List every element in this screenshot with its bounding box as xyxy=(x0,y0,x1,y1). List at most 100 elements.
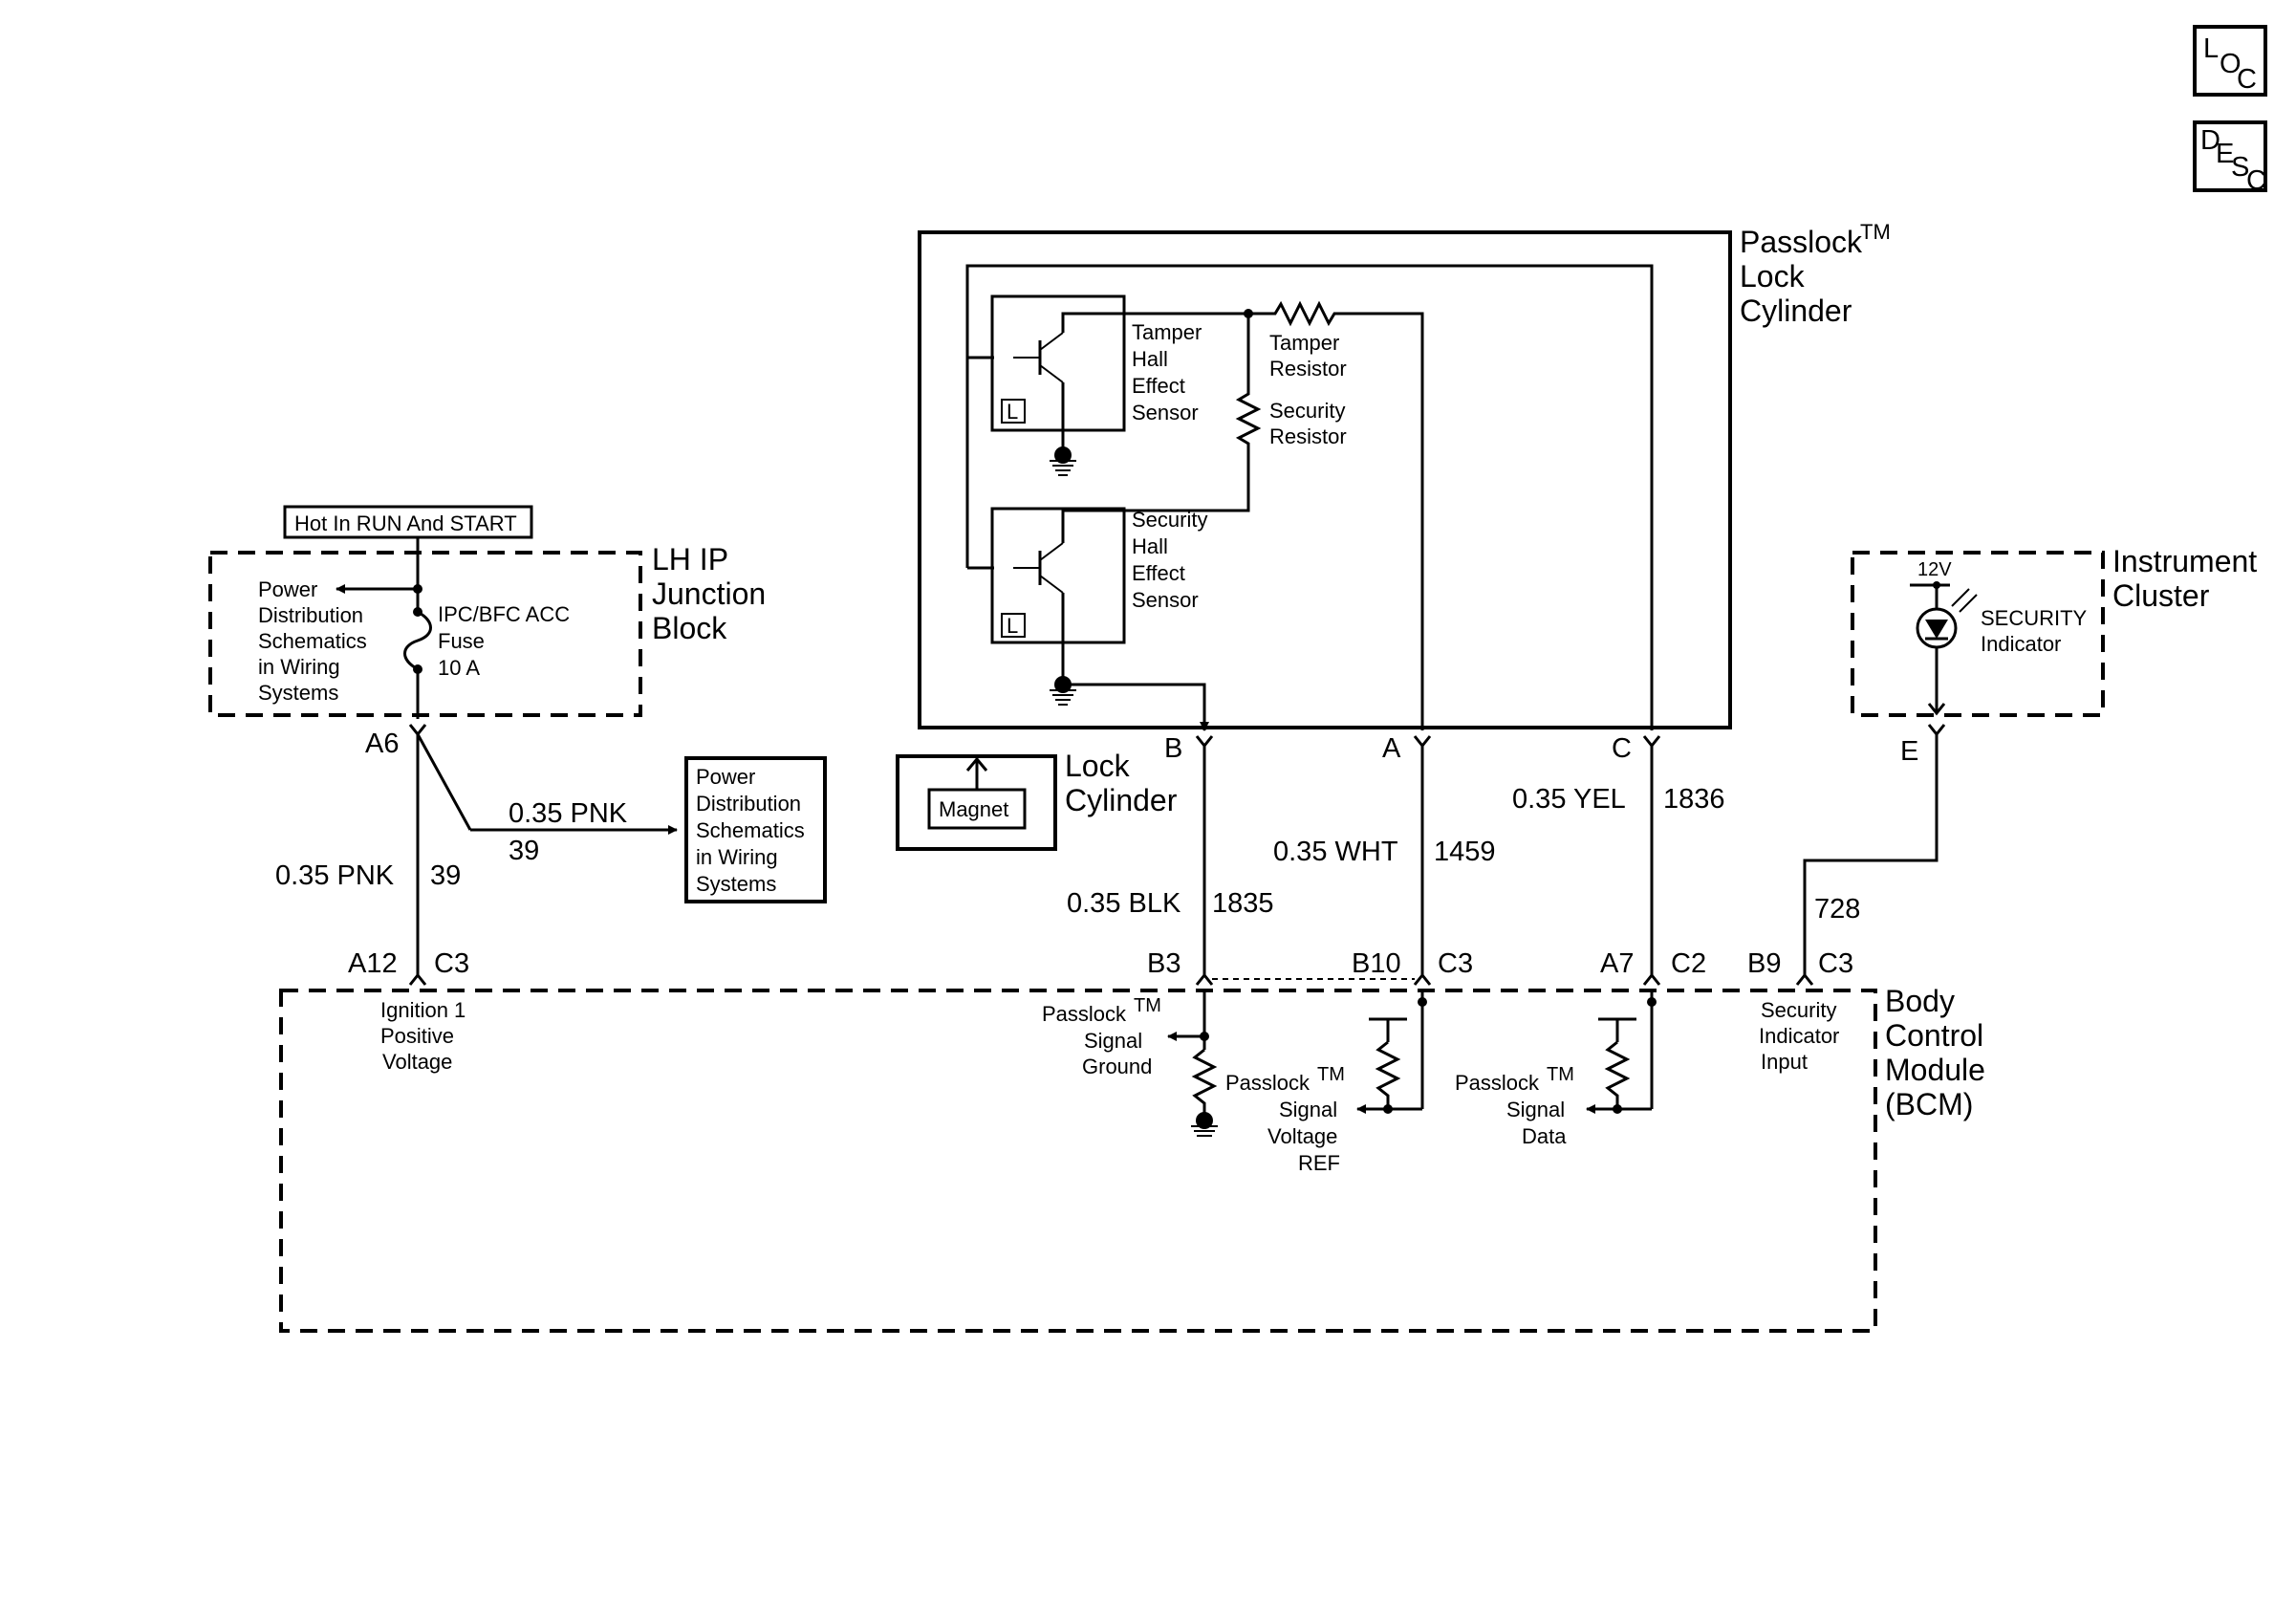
svg-text:1836: 1836 xyxy=(1663,784,1725,815)
wire-wht-1459: 0.35 WHT 1459 xyxy=(1273,735,1496,986)
svg-text:Schematics: Schematics xyxy=(696,818,805,842)
svg-text:Power: Power xyxy=(696,765,755,789)
fuse-icon xyxy=(403,589,432,719)
svg-text:IPC/BFC ACC: IPC/BFC ACC xyxy=(438,602,570,626)
svg-text:Module: Module xyxy=(1885,1053,1985,1087)
svg-text:B3: B3 xyxy=(1147,948,1180,979)
svg-text:C3: C3 xyxy=(434,948,469,979)
power-distribution-box: Power Distribution Schematics in Wiring … xyxy=(684,756,827,903)
svg-text:0.35 BLK: 0.35 BLK xyxy=(1067,888,1181,919)
svg-text:Security: Security xyxy=(1761,998,1836,1022)
svg-text:E: E xyxy=(2216,139,2234,169)
svg-text:TM: TM xyxy=(1547,1064,1574,1085)
svg-text:Passlock: Passlock xyxy=(1455,1071,1540,1095)
svg-text:B10: B10 xyxy=(1352,948,1401,979)
svg-text:Data: Data xyxy=(1522,1124,1567,1148)
svg-text:Effect: Effect xyxy=(1132,374,1185,398)
svg-text:C: C xyxy=(2237,64,2257,95)
svg-text:Cluster: Cluster xyxy=(2112,578,2210,613)
svg-text:A7: A7 xyxy=(1600,948,1634,979)
svg-text:L: L xyxy=(1007,614,1018,638)
svg-text:C3: C3 xyxy=(1818,948,1853,979)
hot-in-run-start-label: Hot In RUN And START xyxy=(283,505,533,539)
svg-text:39: 39 xyxy=(430,860,461,891)
lh-ip-junction-block: LH IP Junction Block Power Distribution … xyxy=(208,537,766,759)
svg-text:Power: Power xyxy=(258,577,317,601)
svg-text:12V: 12V xyxy=(1917,559,1952,580)
svg-text:39: 39 xyxy=(509,836,539,866)
ground-icon xyxy=(1050,446,1076,476)
svg-text:1835: 1835 xyxy=(1212,888,1274,919)
svg-text:1459: 1459 xyxy=(1434,837,1496,867)
svg-text:Block: Block xyxy=(652,611,727,645)
svg-text:Systems: Systems xyxy=(696,872,776,896)
svg-text:Hall: Hall xyxy=(1132,347,1168,371)
svg-text:TM: TM xyxy=(1860,220,1891,244)
svg-text:Tamper: Tamper xyxy=(1132,320,1202,344)
svg-text:Ignition 1: Ignition 1 xyxy=(380,998,466,1022)
svg-text:10 A: 10 A xyxy=(438,656,480,680)
svg-text:Tamper: Tamper xyxy=(1269,331,1339,355)
svg-text:0.35 PNK: 0.35 PNK xyxy=(509,798,628,829)
body-control-module: Body Control Module (BCM) A12 C3 B3 B10 … xyxy=(279,948,1985,1333)
svg-text:C: C xyxy=(1612,733,1632,764)
passlock-lock-cylinder: Passlock TM Lock Cylinder L Tamper H xyxy=(918,220,1891,764)
svg-text:Signal: Signal xyxy=(1506,1098,1565,1121)
svg-text:in Wiring: in Wiring xyxy=(696,845,778,869)
svg-text:B9: B9 xyxy=(1747,948,1781,979)
svg-text:Magnet: Magnet xyxy=(939,797,1008,821)
svg-text:Sensor: Sensor xyxy=(1132,401,1199,424)
svg-text:D: D xyxy=(2200,125,2220,156)
svg-text:C: C xyxy=(2246,165,2266,196)
svg-text:Hall: Hall xyxy=(1132,534,1168,558)
svg-text:0.35 WHT: 0.35 WHT xyxy=(1273,837,1398,867)
desc-button[interactable]: D E S C xyxy=(2193,120,2267,196)
svg-text:Signal: Signal xyxy=(1279,1098,1337,1121)
svg-text:728: 728 xyxy=(1814,894,1860,925)
instrument-cluster: Instrument Cluster 12V SECURITY Indicato… xyxy=(1851,544,2257,767)
lock-cylinder: Magnet Lock Cylinder xyxy=(896,749,1178,851)
signal-ground-circuit xyxy=(1167,990,1218,1137)
signal-ref-circuit xyxy=(1356,990,1427,1114)
svg-text:Instrument: Instrument xyxy=(2112,544,2257,578)
svg-text:Junction: Junction xyxy=(652,577,766,611)
svg-text:C3: C3 xyxy=(1438,948,1473,979)
svg-text:Effect: Effect xyxy=(1132,561,1185,585)
svg-text:Indicator: Indicator xyxy=(1759,1024,1839,1048)
svg-text:0.35 PNK: 0.35 PNK xyxy=(275,860,395,891)
svg-text:Voltage: Voltage xyxy=(382,1050,452,1074)
svg-text:Security: Security xyxy=(1269,399,1345,423)
ground-icon xyxy=(1050,676,1076,706)
svg-text:(BCM): (BCM) xyxy=(1885,1087,1973,1121)
svg-text:L: L xyxy=(1007,400,1018,424)
security-resistor-icon xyxy=(1235,314,1262,447)
svg-text:A6: A6 xyxy=(365,729,399,759)
svg-text:Distribution: Distribution xyxy=(258,603,363,627)
svg-text:A: A xyxy=(1382,733,1401,764)
svg-text:LH IP: LH IP xyxy=(652,542,728,577)
svg-text:Voltage: Voltage xyxy=(1267,1124,1337,1148)
svg-text:Lock: Lock xyxy=(1065,749,1131,783)
svg-text:S: S xyxy=(2231,152,2249,183)
svg-text:Resistor: Resistor xyxy=(1269,424,1347,448)
svg-text:A12: A12 xyxy=(348,948,398,979)
ignition-wire: 0.35 PNK 39 0.35 PNK 39 xyxy=(275,724,678,986)
power-distribution-note: Power Distribution Schematics in Wiring … xyxy=(258,577,367,705)
svg-text:Schematics: Schematics xyxy=(258,629,367,653)
svg-text:B: B xyxy=(1164,733,1182,764)
svg-text:Passlock: Passlock xyxy=(1225,1071,1310,1095)
wire-yel-1836: 0.35 YEL 1836 xyxy=(1512,735,1725,986)
tamper-hall-sensor: L xyxy=(990,294,1248,451)
svg-text:Input: Input xyxy=(1761,1050,1808,1074)
svg-text:C2: C2 xyxy=(1671,948,1706,979)
wire-blk-1835: 0.35 BLK 1835 xyxy=(1067,735,1274,986)
svg-text:Lock: Lock xyxy=(1740,259,1806,294)
svg-text:Distribution: Distribution xyxy=(696,792,801,816)
svg-text:in Wiring: in Wiring xyxy=(258,655,340,679)
svg-text:Signal: Signal xyxy=(1084,1029,1142,1053)
loc-button[interactable]: L O C xyxy=(2193,25,2267,97)
svg-text:Passlock: Passlock xyxy=(1042,1002,1127,1026)
svg-text:Positive: Positive xyxy=(380,1024,454,1048)
svg-text:TM: TM xyxy=(1317,1064,1345,1085)
